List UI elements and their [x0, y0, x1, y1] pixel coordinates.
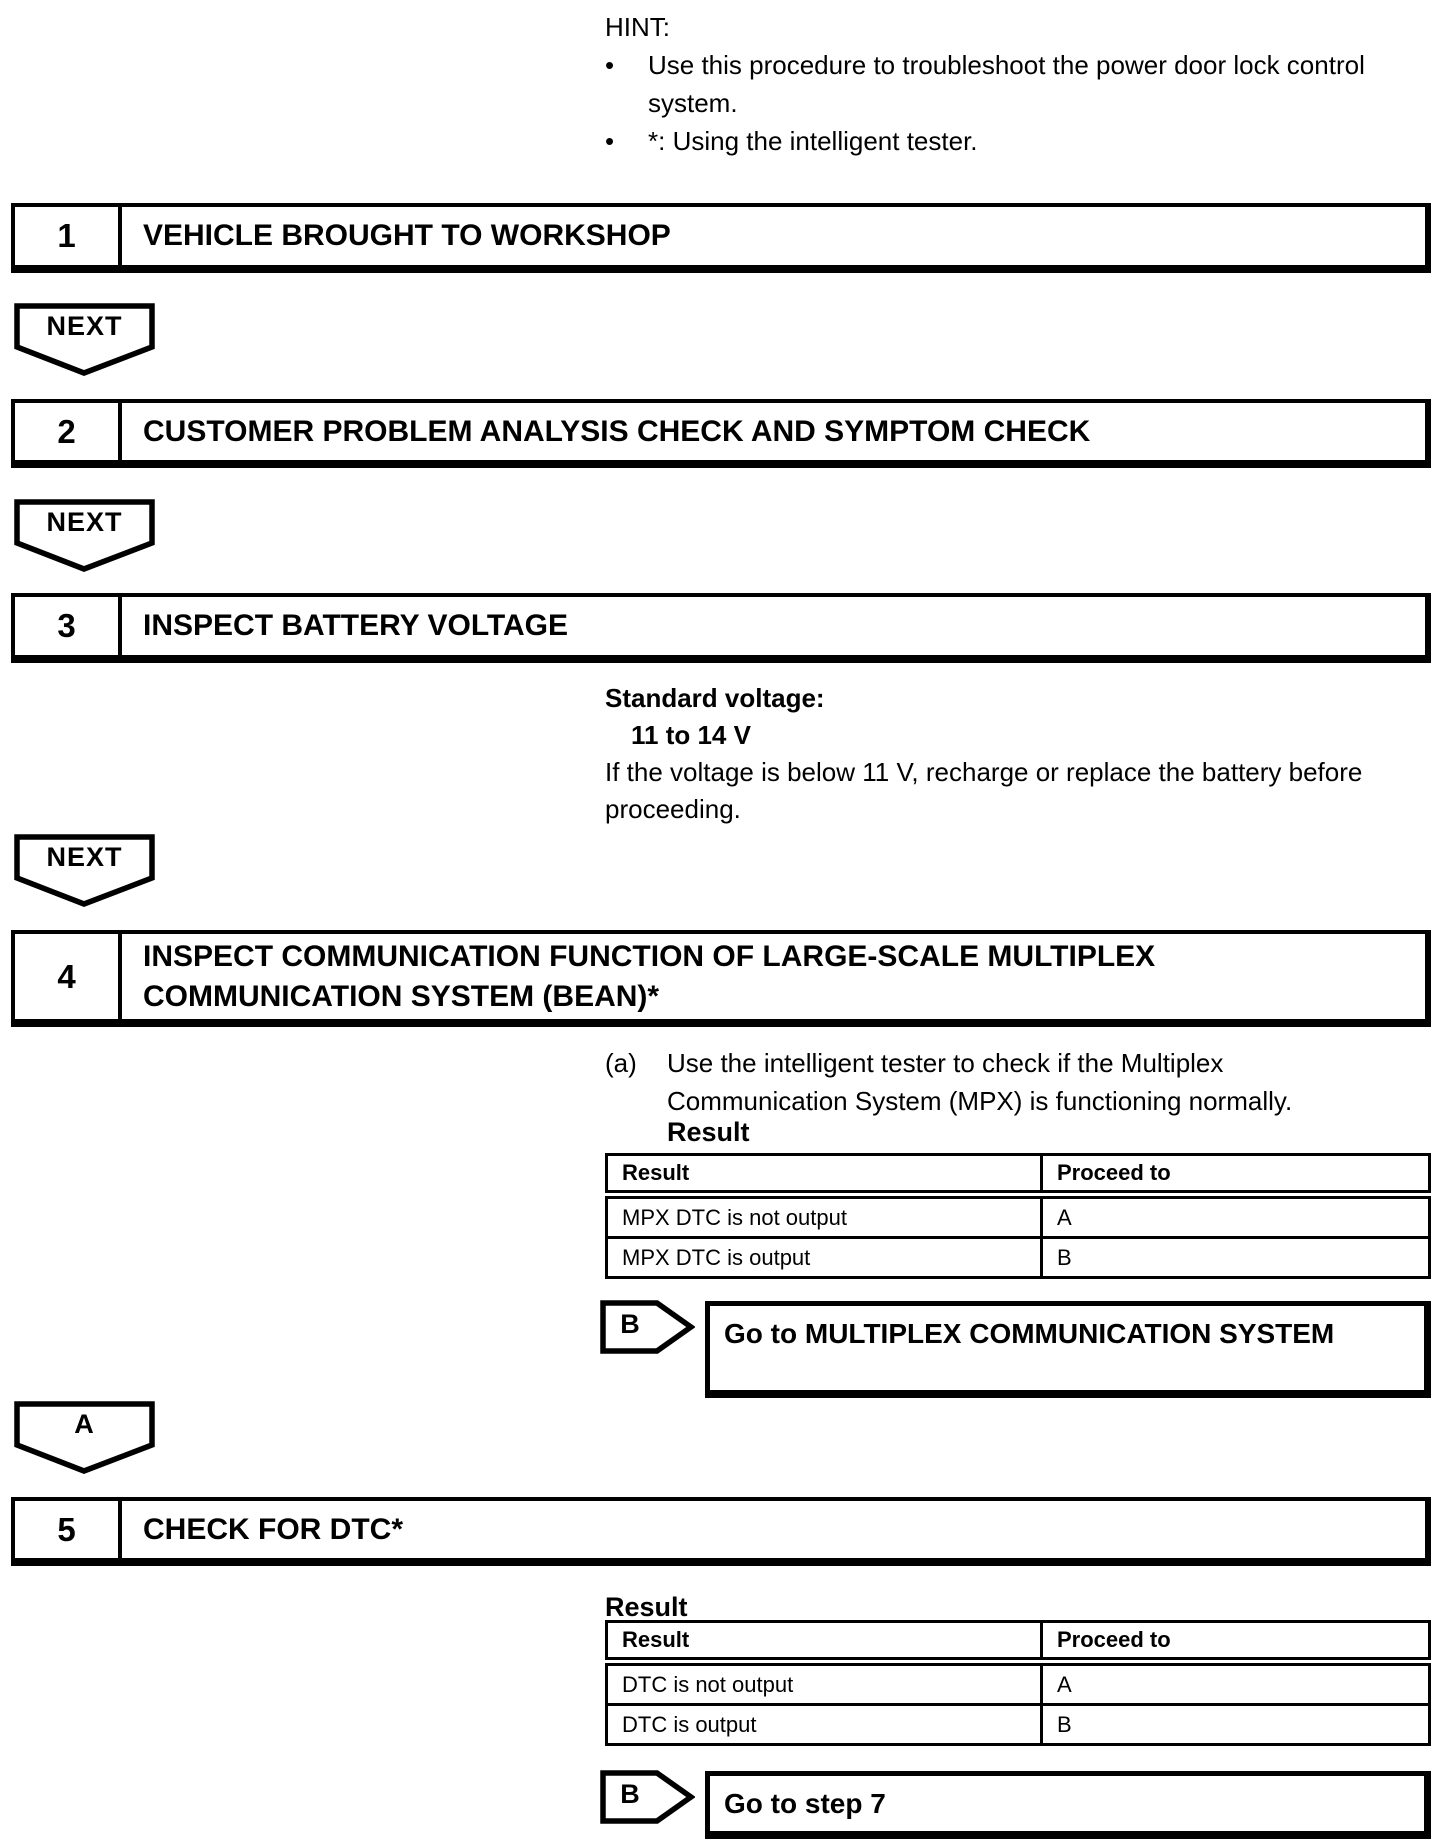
proceed-cell: B: [1040, 1703, 1431, 1746]
step-number: 4: [15, 934, 122, 1019]
substep-text: Use the intelligent tester to check if t…: [667, 1048, 1293, 1116]
step-number: 5: [15, 1501, 122, 1558]
step-title: INSPECT BATTERY VOLTAGE: [143, 609, 569, 642]
goto-multiplex-box: Go to MULTIPLEX COMMUNICATION SYSTEM: [705, 1301, 1431, 1398]
table-row: DTC is output B: [605, 1703, 1431, 1746]
step-number: 1: [15, 207, 122, 265]
spec-label: Standard voltage:: [605, 683, 825, 713]
result-heading: Result: [667, 1117, 750, 1147]
result-cell: DTC is not output: [605, 1660, 1043, 1706]
column-header-proceed-to: Proceed to: [1040, 1153, 1431, 1199]
bullet-icon: •: [605, 126, 615, 156]
result-cell: MPX DTC is not output: [605, 1193, 1043, 1239]
step-5-box: 5 CHECK FOR DTC*: [11, 1497, 1431, 1566]
step-title: CUSTOMER PROBLEM ANALYSIS CHECK AND SYMP…: [143, 414, 1091, 448]
proceed-cell: A: [1040, 1193, 1431, 1239]
table-row: MPX DTC is not output A: [605, 1193, 1431, 1239]
next-connector-3: NEXT: [14, 834, 155, 908]
branch-label: B: [620, 1779, 640, 1809]
down-banner-icon: [14, 1401, 155, 1474]
spec-note: If the voltage is below 11 V, recharge o…: [605, 757, 1363, 824]
branch-a-label: A: [74, 1409, 95, 1439]
goto-action-text: Go to MULTIPLEX COMMUNICATION SYSTEM: [724, 1318, 1335, 1349]
branch-a-connector: A: [14, 1401, 155, 1475]
substep-marker: (a): [605, 1048, 637, 1078]
result-table-step4: Result Proceed to MPX DTC is not output …: [605, 1153, 1431, 1279]
result-cell: DTC is output: [605, 1703, 1043, 1746]
next-label: NEXT: [46, 311, 123, 341]
result-heading: Result: [605, 1592, 688, 1622]
voltage-spec: Standard voltage: 11 to 14 V If the volt…: [605, 680, 1415, 828]
next-connector-1: NEXT: [14, 303, 155, 377]
branch-label: B: [620, 1309, 640, 1339]
branch-b-connector-2: B: [600, 1770, 695, 1824]
hint-bullet-text: *: Using the intelligent tester.: [648, 126, 978, 156]
hint-section: HINT: • Use this procedure to troublesho…: [605, 8, 1372, 160]
column-header-proceed-to: Proceed to: [1040, 1620, 1431, 1666]
goto-step7-box: Go to step 7: [705, 1771, 1431, 1839]
step-number: 3: [15, 597, 122, 655]
step-3-box: 3 INSPECT BATTERY VOLTAGE: [11, 593, 1431, 663]
bullet-icon: •: [605, 50, 615, 80]
table-row: DTC is not output A: [605, 1660, 1431, 1706]
goto-action-text: Go to step 7: [724, 1787, 886, 1819]
down-banner-icon: [14, 834, 155, 907]
right-arrow-icon: [600, 1300, 695, 1354]
substep-a: (a) Use the intelligent tester to check …: [605, 1044, 1357, 1120]
step-number: 2: [15, 403, 122, 460]
step-title: CHECK FOR DTC*: [143, 1512, 403, 1546]
table-header-row: Result Proceed to: [605, 1620, 1431, 1666]
spec-value: 11 to 14 V: [631, 720, 751, 750]
result-table-step5: Result Proceed to DTC is not output A DT…: [605, 1620, 1431, 1746]
column-header-result: Result: [605, 1620, 1043, 1666]
down-banner-icon: [14, 303, 155, 376]
hint-bullet-text: Use this procedure to troubleshoot the p…: [648, 50, 1365, 118]
step-1-box: 1 VEHICLE BROUGHT TO WORKSHOP: [11, 203, 1431, 273]
step-title: INSPECT COMMUNICATION FUNCTION OF LARGE-…: [143, 939, 1156, 1013]
hint-bullet: • Use this procedure to troubleshoot the…: [605, 46, 1372, 122]
step-2-box: 2 CUSTOMER PROBLEM ANALYSIS CHECK AND SY…: [11, 399, 1431, 468]
next-label: NEXT: [46, 507, 123, 537]
step-4-box: 4 INSPECT COMMUNICATION FUNCTION OF LARG…: [11, 930, 1431, 1027]
hint-label: HINT:: [605, 12, 670, 42]
column-header-result: Result: [605, 1153, 1043, 1199]
proceed-cell: B: [1040, 1236, 1431, 1279]
step-title: VEHICLE BROUGHT TO WORKSHOP: [143, 219, 671, 252]
result-cell: MPX DTC is output: [605, 1236, 1043, 1279]
branch-b-connector-1: B: [600, 1300, 695, 1354]
proceed-cell: A: [1040, 1660, 1431, 1706]
table-header-row: Result Proceed to: [605, 1153, 1431, 1199]
down-banner-icon: [14, 499, 155, 572]
hint-bullet: • *: Using the intelligent tester.: [605, 122, 1372, 160]
table-row: MPX DTC is output B: [605, 1236, 1431, 1279]
next-connector-2: NEXT: [14, 499, 155, 573]
right-arrow-icon: [600, 1770, 695, 1824]
next-label: NEXT: [46, 842, 123, 872]
